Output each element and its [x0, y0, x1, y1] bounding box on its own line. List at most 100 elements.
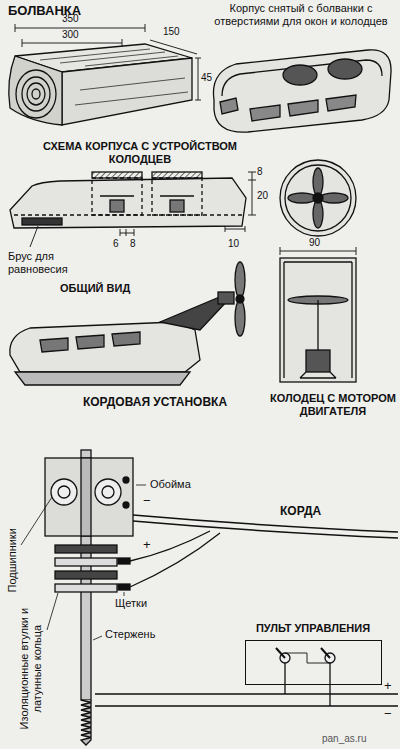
cord-unit [118, 558, 130, 564]
hull-scheme [100, 195, 194, 196]
dimension-line [15, 24, 145, 32]
section-title: КОЛОДЕЦ С МОТОРОМ ДВИГАТЕЛЯ [268, 392, 398, 417]
blank-block [9, 44, 192, 125]
hull-shell [328, 59, 362, 79]
dimension: 45 [201, 72, 212, 84]
well-with-motor [300, 372, 336, 378]
general-view [10, 262, 245, 385]
well-with-motor [306, 350, 330, 372]
dimension-line [248, 172, 256, 215]
dimension-line [30, 226, 38, 247]
blank-block [62, 58, 192, 125]
control-wire [95, 694, 398, 706]
leader-line [124, 592, 125, 596]
leader-line [21, 485, 146, 640]
blank-block [27, 83, 45, 105]
hull-shell [222, 60, 382, 96]
dimension: 300 [62, 29, 79, 41]
blank-block [16, 70, 56, 118]
general-view [235, 300, 245, 336]
part-label: Обойма [150, 478, 191, 491]
well-with-motor [280, 258, 356, 382]
well-top-view [313, 193, 323, 203]
blank-block [22, 77, 50, 111]
dimension-line [150, 40, 197, 54]
hull-shell [283, 65, 317, 85]
general-view [10, 322, 200, 372]
polarity-sign: + [384, 679, 392, 694]
part-label: Стержень [105, 628, 155, 641]
well-with-motor [317, 300, 318, 350]
general-view [15, 372, 190, 385]
well-with-motor [284, 262, 352, 378]
cord-unit [118, 584, 130, 590]
dimension-line [195, 58, 201, 100]
hull-shell [288, 100, 318, 116]
hull-shell [213, 50, 391, 132]
blank-block [75, 78, 188, 105]
dimension: 150 [163, 26, 180, 38]
part-label: КОРДА [280, 505, 321, 519]
general-view [235, 262, 245, 298]
control-wire [95, 648, 398, 706]
control-wire [285, 653, 330, 663]
cord-unit [55, 545, 117, 553]
dimension: 90 [309, 237, 320, 249]
hull-scheme [170, 200, 184, 212]
cord-unit [58, 486, 70, 498]
cord-unit [81, 458, 91, 536]
cord-unit [130, 531, 220, 587]
hull-scheme [10, 172, 246, 228]
dimension: 8 [130, 238, 136, 250]
hull-shell [213, 50, 391, 132]
dimension: 350 [62, 13, 79, 25]
leader-line [21, 497, 52, 545]
hull-scheme [22, 218, 62, 225]
dimension: 8 [257, 166, 263, 178]
general-view [236, 295, 244, 303]
part-label: Подшипники [6, 505, 19, 615]
dimension-line [22, 39, 122, 47]
polarity-sign: + [143, 538, 151, 553]
blank-block [40, 49, 178, 66]
cord-unit [102, 486, 114, 498]
cord-unit [81, 700, 91, 745]
general-view [40, 338, 68, 352]
well-top-view [285, 165, 351, 231]
general-view [76, 335, 104, 349]
dimension-line [280, 247, 356, 255]
hull-scheme [14, 214, 242, 215]
hull-scheme [92, 172, 142, 178]
dimension-line [15, 24, 201, 100]
hull-shell [220, 98, 238, 114]
leader-line [47, 593, 58, 630]
cord-unit [51, 479, 77, 505]
part-label: Изоляционные втулки и латунные кольца [18, 593, 43, 743]
blank-block [32, 89, 40, 99]
section-title: КОРДОВАЯ УСТАНОВКА [45, 396, 265, 410]
well-top-view [313, 200, 323, 228]
well-top-view [280, 160, 356, 236]
dimension-line [225, 226, 245, 232]
well-top-view [320, 193, 348, 203]
polarity-sign: − [384, 707, 392, 722]
note: Корпус снятый с болванки с отверстиями д… [207, 2, 395, 27]
cord-unit [55, 571, 117, 579]
cord-unit [123, 502, 129, 508]
polarity-sign: − [143, 494, 151, 509]
dimension: 20 [257, 190, 268, 202]
section-title: ОБЩИЙ ВИД [60, 282, 130, 295]
general-view [112, 332, 140, 346]
well-top-view [313, 168, 323, 196]
part-label: Щетки [115, 597, 147, 610]
cord-unit [55, 558, 117, 566]
leader-line [136, 485, 146, 486]
hull-shell [326, 95, 356, 111]
watermark: pan_as.ru [322, 733, 366, 745]
cord-unit [45, 458, 133, 536]
part-label: Брус для равновесия [8, 250, 98, 275]
blank-block [9, 56, 62, 125]
cord-unit [55, 584, 117, 592]
section-title: СХЕМА КОРПУСА С УСТРОЙСТВОМ КОЛОДЦЕВ [40, 140, 240, 165]
